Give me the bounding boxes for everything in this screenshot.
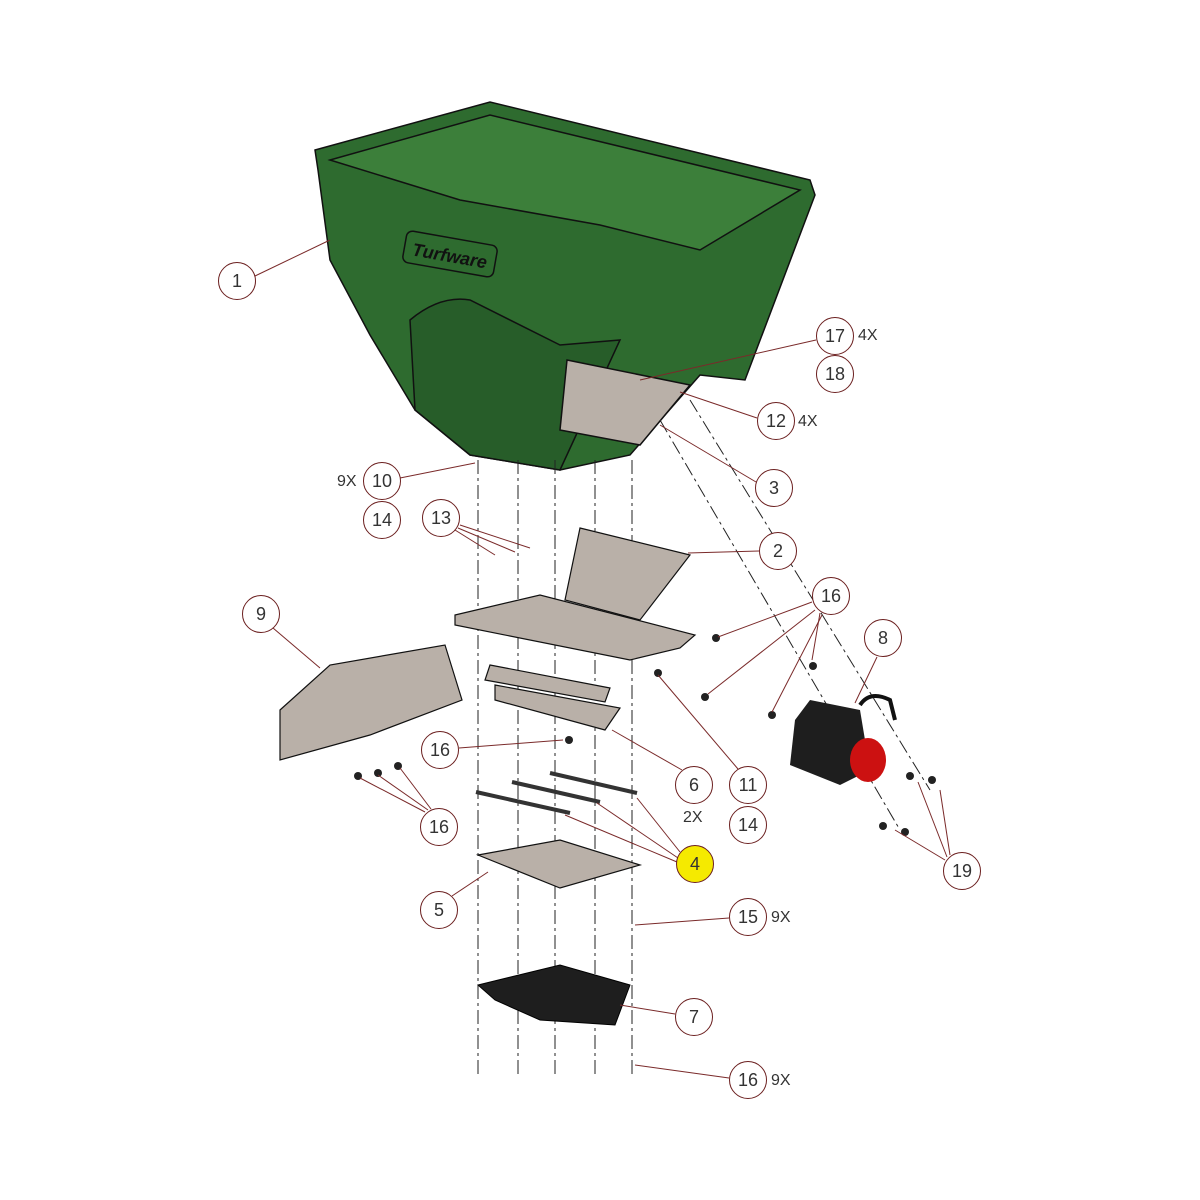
strip-part-4c bbox=[549, 771, 638, 795]
callout-10-qty: 9X bbox=[337, 473, 357, 490]
callout-14[interactable]: 14 bbox=[363, 501, 401, 539]
plate-assembly bbox=[454, 594, 697, 661]
callout-4-highlighted[interactable]: 4 bbox=[676, 845, 714, 883]
base-part-7 bbox=[476, 964, 631, 1026]
motor-part-8 bbox=[790, 694, 897, 785]
callout-16[interactable]: 16 bbox=[420, 808, 458, 846]
callout-16[interactable]: 16 bbox=[812, 577, 850, 615]
plate-part-6b bbox=[494, 684, 622, 731]
callout-14[interactable]: 14 bbox=[729, 806, 767, 844]
callout-12[interactable]: 12 bbox=[757, 402, 795, 440]
plate-part-3 bbox=[559, 359, 692, 446]
plate-part-6a bbox=[484, 664, 611, 703]
callout-15[interactable]: 15 bbox=[729, 898, 767, 936]
strip-part-4a bbox=[475, 790, 571, 815]
callout-6[interactable]: 6 bbox=[675, 766, 713, 804]
deflector-part-2 bbox=[564, 527, 692, 621]
callout-9[interactable]: 9 bbox=[242, 595, 280, 633]
callout-6-qty: 2X bbox=[683, 809, 703, 826]
callout-16-qty: 9X bbox=[771, 1072, 791, 1089]
callout-13[interactable]: 13 bbox=[422, 499, 460, 537]
chute-part-9 bbox=[279, 644, 463, 761]
callout-17-qty: 4X bbox=[858, 327, 878, 344]
callout-16[interactable]: 16 bbox=[729, 1061, 767, 1099]
leader-lines bbox=[254, 239, 951, 1079]
callout-1[interactable]: 1 bbox=[218, 262, 256, 300]
callout-12-qty: 4X bbox=[798, 413, 818, 430]
hardware-nuts bbox=[354, 634, 936, 836]
callout-15-qty: 9X bbox=[771, 909, 791, 926]
callout-7[interactable]: 7 bbox=[675, 998, 713, 1036]
callout-18[interactable]: 18 bbox=[816, 355, 854, 393]
callout-10[interactable]: 10 bbox=[363, 462, 401, 500]
callout-16[interactable]: 16 bbox=[421, 731, 459, 769]
callout-19[interactable]: 19 bbox=[943, 852, 981, 890]
strip-part-4b bbox=[511, 780, 601, 804]
callout-2[interactable]: 2 bbox=[759, 532, 797, 570]
callout-3[interactable]: 3 bbox=[755, 469, 793, 507]
callout-5[interactable]: 5 bbox=[420, 891, 458, 929]
callout-17[interactable]: 17 bbox=[816, 317, 854, 355]
callout-11[interactable]: 11 bbox=[729, 766, 767, 804]
callout-8[interactable]: 8 bbox=[864, 619, 902, 657]
hopper-part-1 bbox=[314, 101, 816, 471]
plate-part-5 bbox=[475, 839, 643, 889]
